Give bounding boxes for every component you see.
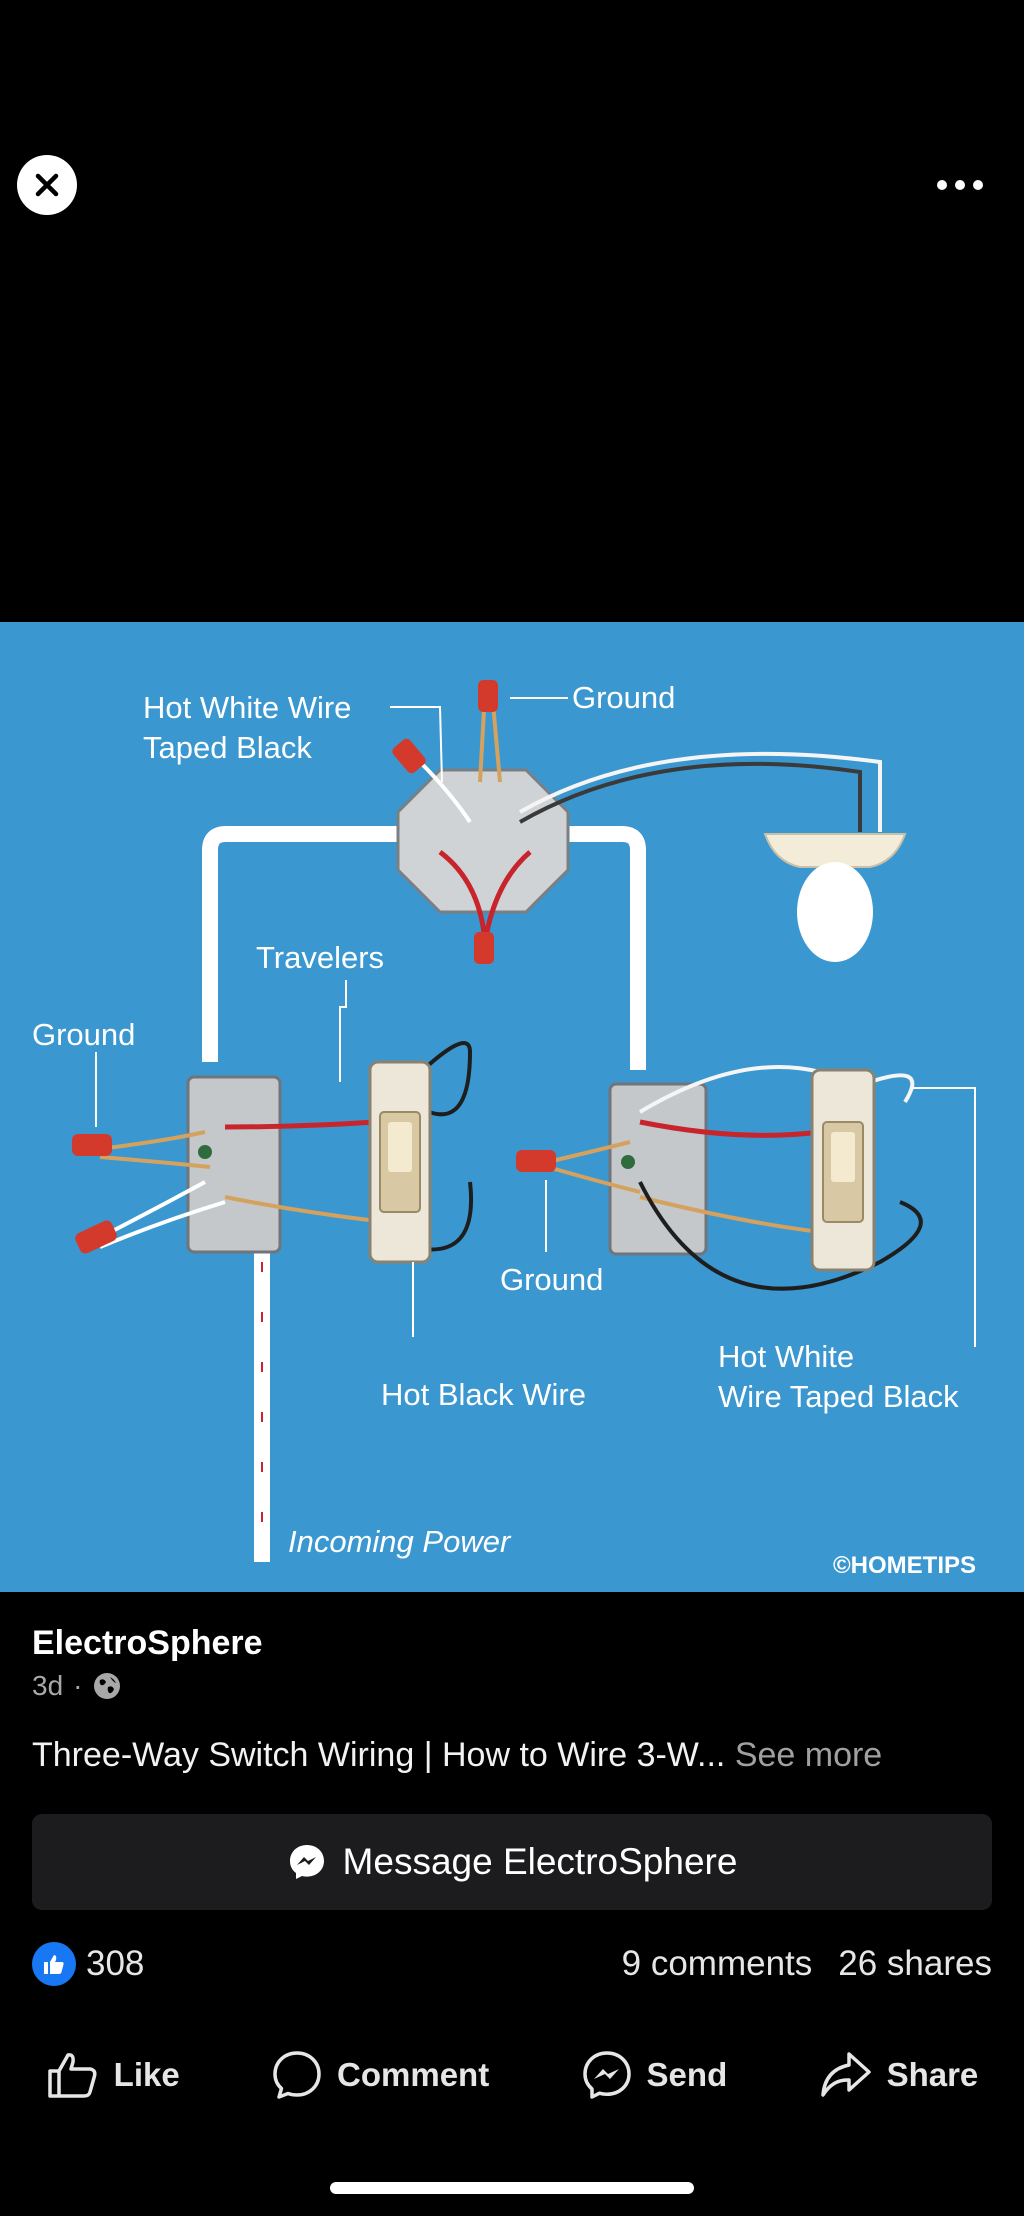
meta-separator: · xyxy=(73,1670,83,1701)
comment-icon xyxy=(273,2051,321,2099)
label-hot-white-top-1: Hot White Wire xyxy=(143,690,351,725)
label-hot-white-top-2: Taped Black xyxy=(143,730,312,765)
like-reaction-icon[interactable] xyxy=(32,1942,76,1986)
globe-icon xyxy=(94,1673,121,1699)
label-hot-white-right-2: Wire Taped Black xyxy=(718,1379,959,1414)
reaction-count[interactable]: 308 xyxy=(86,1944,145,1983)
label-ground-left: Ground xyxy=(32,1017,135,1052)
send-button[interactable]: Send xyxy=(581,2049,728,2101)
watermark: ©HOMETIPS xyxy=(833,1552,976,1579)
post-caption: Three-Way Switch Wiring | How to Wire 3-… xyxy=(32,1736,882,1775)
send-label: Send xyxy=(646,2056,728,2093)
message-page-button[interactable]: Message ElectroSphere xyxy=(32,1814,992,1910)
light-fixture xyxy=(763,833,907,868)
more-horizontal-icon xyxy=(937,180,983,190)
wire-nut xyxy=(72,1134,112,1156)
close-icon xyxy=(35,173,59,197)
shares-count[interactable]: 26 shares xyxy=(838,1944,992,1983)
thumbs-up-icon xyxy=(47,2053,97,2098)
share-arrow-icon xyxy=(820,2052,871,2097)
label-hot-black: Hot Black Wire xyxy=(381,1377,586,1412)
messenger-icon xyxy=(289,1845,324,1879)
label-hot-white-right-1: Hot White xyxy=(718,1339,854,1374)
message-button-label: Message ElectroSphere xyxy=(342,1841,738,1882)
label-travelers: Travelers xyxy=(256,940,384,975)
engagement-stats: 308 9 comments 26 shares xyxy=(32,1936,992,1992)
post-meta: 3d · xyxy=(32,1670,122,1702)
wire-nut xyxy=(516,1150,556,1172)
see-more-link[interactable]: See more xyxy=(734,1736,883,1774)
comment-label: Comment xyxy=(337,2056,490,2093)
more-options-button[interactable] xyxy=(930,165,990,205)
label-ground-middle: Ground xyxy=(500,1262,603,1297)
junction-box xyxy=(396,768,570,914)
like-label: Like xyxy=(113,2056,180,2093)
close-button[interactable] xyxy=(17,155,77,215)
caption-text: Three-Way Switch Wiring | How to Wire 3-… xyxy=(32,1736,726,1774)
post-photo[interactable]: Hot White Wire Taped Black Ground Travel… xyxy=(0,622,1024,1592)
label-ground-top: Ground xyxy=(572,680,675,715)
wire-nut xyxy=(392,738,426,774)
share-label: Share xyxy=(886,2056,979,2093)
comments-count[interactable]: 9 comments xyxy=(621,1944,813,1983)
like-button[interactable]: Like xyxy=(46,2050,180,2100)
action-bar: Like Comment Send Share xyxy=(0,2040,1024,2110)
post-author[interactable]: ElectroSphere xyxy=(32,1624,263,1662)
wire-nut xyxy=(75,1220,117,1254)
comment-button[interactable]: Comment xyxy=(271,2049,489,2101)
share-button[interactable]: Share xyxy=(819,2050,979,2100)
label-incoming-power: Incoming Power xyxy=(288,1524,512,1559)
post-time: 3d xyxy=(32,1670,64,1701)
light-bulb xyxy=(797,862,873,962)
wire-nut xyxy=(474,932,494,964)
wiring-diagram: Hot White Wire Taped Black Ground Travel… xyxy=(0,622,1024,1592)
home-indicator[interactable] xyxy=(330,2182,694,2194)
right-switch-box xyxy=(608,1082,708,1256)
wire-nut xyxy=(478,680,498,712)
messenger-icon xyxy=(582,2051,631,2099)
